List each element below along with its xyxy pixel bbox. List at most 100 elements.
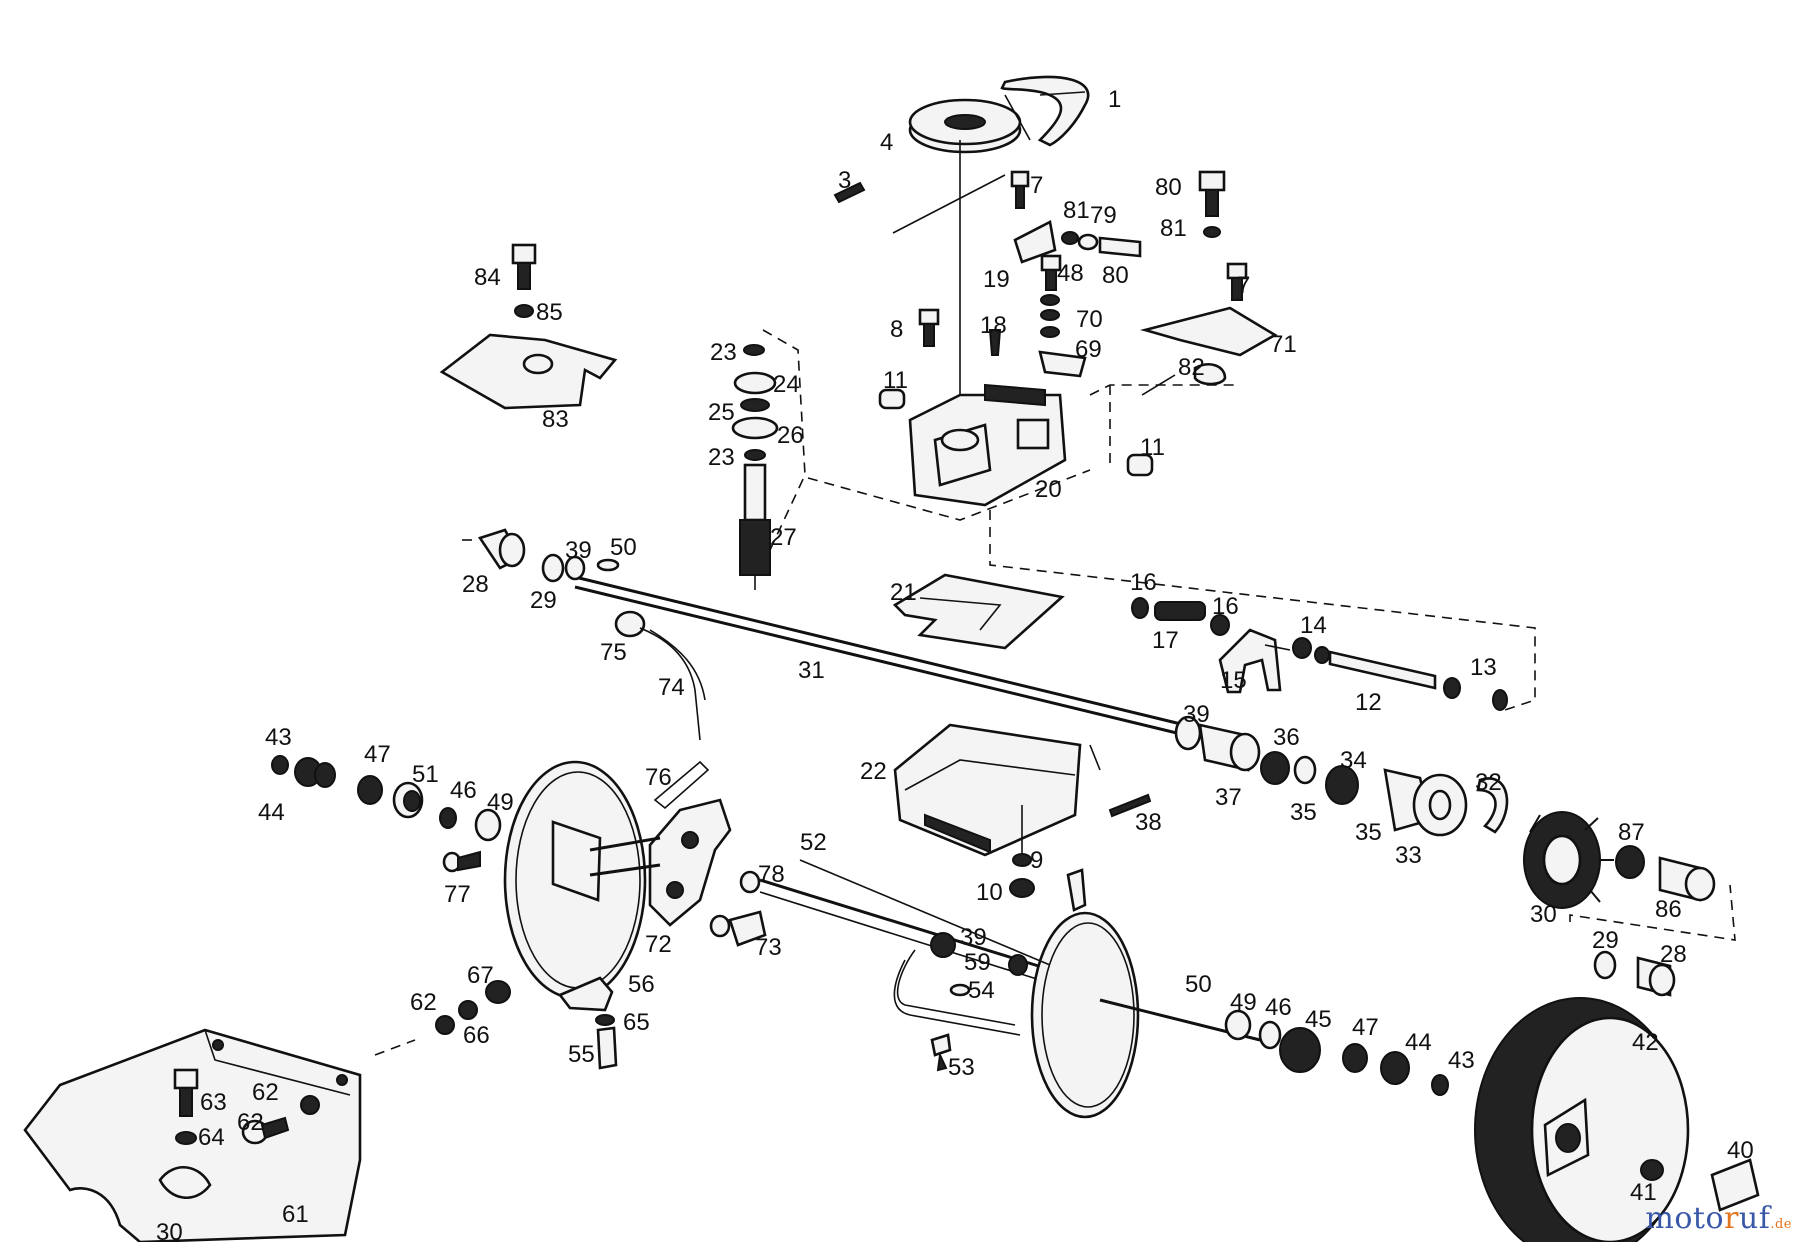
part-number-label: 47 (364, 741, 391, 768)
rear-right-wheel-part (1474, 997, 1690, 1242)
gear-part (1523, 811, 1614, 909)
bushing-part (477, 528, 526, 570)
part-number-label: 15 (1220, 667, 1247, 694)
part-number-label: 13 (1470, 654, 1497, 681)
bushing-part (709, 870, 767, 947)
part-number-label: 23 (708, 444, 735, 471)
gearbox-housing-part (908, 383, 1067, 507)
part-number-label: 31 (798, 657, 825, 684)
part-number-label: 83 (542, 406, 569, 433)
part-number-label: 25 (708, 399, 735, 426)
part-number-label: 65 (623, 1009, 650, 1036)
part-number-label: 62 (237, 1109, 264, 1136)
part-number-label: 36 (1273, 724, 1300, 751)
part-number-label: 50 (1185, 971, 1212, 998)
plug-part (1009, 853, 1035, 898)
washer-part (1061, 231, 1142, 258)
bracket-part (1013, 220, 1057, 264)
clutch-part (1383, 768, 1468, 837)
part-number-label: 40 (1727, 1137, 1754, 1164)
part-number-label: 10 (976, 879, 1003, 906)
part-number-label: 28 (462, 571, 489, 598)
part-number-label: 50 (610, 534, 637, 561)
part-number-label: 86 (1655, 896, 1682, 923)
rear-lever-part (893, 932, 1028, 1036)
part-number-label: 82 (1178, 354, 1205, 381)
part-number-label: 29 (530, 587, 557, 614)
clip-part (557, 976, 618, 1070)
part-number-label: 55 (568, 1041, 595, 1068)
part-number-label: 11 (1140, 434, 1165, 461)
part-number-label: 38 (1135, 809, 1162, 836)
part-number-label: 52 (800, 829, 827, 856)
bolt-part (1198, 170, 1248, 301)
part-number-label: 43 (265, 724, 292, 751)
site-watermark-logo: motoruf.de (1645, 1201, 1792, 1236)
part-number-label: 66 (463, 1022, 490, 1049)
bolt-part (1038, 254, 1087, 378)
part-number-label: 61 (282, 1201, 309, 1228)
part-number-label: 20 (1035, 476, 1062, 503)
bolt-part (511, 243, 537, 318)
part-number-label: 30 (1530, 901, 1557, 928)
part-number-label: 27 (770, 524, 797, 551)
part-number-label: 30 (156, 1219, 183, 1242)
part-number-label: 17 (1152, 627, 1179, 654)
part-number-label: 67 (467, 962, 494, 989)
part-number-label: 71 (1270, 331, 1297, 358)
part-number-label: 62 (410, 989, 437, 1016)
watermark-rest: uf (1738, 1201, 1771, 1236)
part-number-label: 53 (948, 1054, 975, 1081)
part-number-label: 39 (960, 924, 987, 951)
part-number-label: 23 (710, 339, 737, 366)
part-number-label: 11 (883, 367, 908, 394)
part-number-label: 81 (1063, 197, 1090, 224)
bolt-part (1010, 170, 1030, 209)
part-number-label: 42 (1632, 1029, 1659, 1056)
worm-shaft-part (731, 344, 779, 590)
part-number-label: 39 (1183, 701, 1210, 728)
part-number-label: 54 (968, 977, 995, 1004)
part-number-label: 47 (1352, 1014, 1379, 1041)
bolt-part (442, 850, 481, 873)
part-number-label: 33 (1395, 842, 1422, 869)
part-number-label: 8 (890, 316, 903, 343)
part-number-label: 41 (1630, 1179, 1657, 1206)
part-number-label: 44 (258, 799, 285, 826)
washer-part (541, 553, 620, 583)
bushing-part (878, 388, 1154, 477)
part-number-label: 16 (1212, 593, 1239, 620)
part-number-label: 85 (536, 299, 563, 326)
bushing-part (1593, 950, 1676, 997)
part-number-label: 76 (645, 764, 672, 791)
watermark-tld: .de (1770, 1217, 1792, 1232)
bolt-part (930, 1033, 952, 1072)
ring-part (1476, 777, 1509, 834)
part-number-label: 80 (1102, 262, 1129, 289)
gasket-part (892, 573, 1065, 650)
part-number-label: 64 (198, 1124, 225, 1151)
part-number-label: 48 (1057, 260, 1084, 287)
part-number-label: 69 (1075, 336, 1102, 363)
shift-shaft-part (1292, 637, 1508, 711)
part-number-label: 35 (1290, 799, 1317, 826)
part-number-label: 7 (1030, 172, 1043, 199)
part-number-label: 49 (487, 789, 514, 816)
part-number-label: 77 (444, 881, 471, 908)
part-number-label: 44 (1405, 1029, 1432, 1056)
part-number-label: 32 (1475, 769, 1502, 796)
drive-axle-part (574, 575, 1186, 737)
spring-part (1131, 597, 1230, 636)
rear-left-wheel-part (1030, 868, 1261, 1119)
part-number-label: 84 (474, 264, 501, 291)
lever-part (614, 610, 706, 741)
part-number-label: 14 (1300, 612, 1327, 639)
part-number-label: 29 (1592, 927, 1619, 954)
part-number-label: 45 (1305, 1006, 1332, 1033)
part-number-label: 73 (755, 934, 782, 961)
part-number-label: 80 (1155, 174, 1182, 201)
part-number-label: 28 (1660, 941, 1687, 968)
watermark-dot: r (1724, 1201, 1739, 1236)
